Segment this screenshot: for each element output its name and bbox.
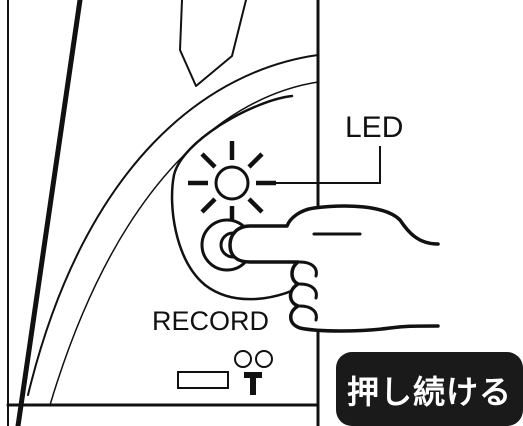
device-diagonal-edge: [15, 0, 83, 426]
press-and-hold-badge: 押し続ける: [336, 352, 523, 426]
led-rays: [188, 141, 276, 222]
panel-top-shape: [179, 0, 247, 87]
panel-curve-outer: [27, 54, 319, 396]
led-leader-line: [276, 146, 381, 184]
record-label: RECORD: [152, 306, 269, 336]
hand-crease-3: [298, 304, 318, 322]
mic-circle-right: [255, 350, 273, 368]
led-label: LED: [345, 111, 403, 144]
hand-crease-2: [298, 282, 318, 300]
device-body: [6, 0, 320, 426]
mic-circle-left: [234, 350, 252, 368]
panel-curve-inner: [49, 81, 319, 406]
microphone-icon: [177, 350, 273, 395]
mic-stand: [244, 372, 262, 395]
hand-crease-1: [298, 260, 318, 278]
control-panel: [170, 94, 320, 301]
mic-slot: [177, 371, 229, 389]
led-light: [214, 165, 250, 201]
hand-outline: [228, 204, 440, 333]
led-icon: [188, 141, 276, 222]
hand-icon: [228, 204, 440, 333]
